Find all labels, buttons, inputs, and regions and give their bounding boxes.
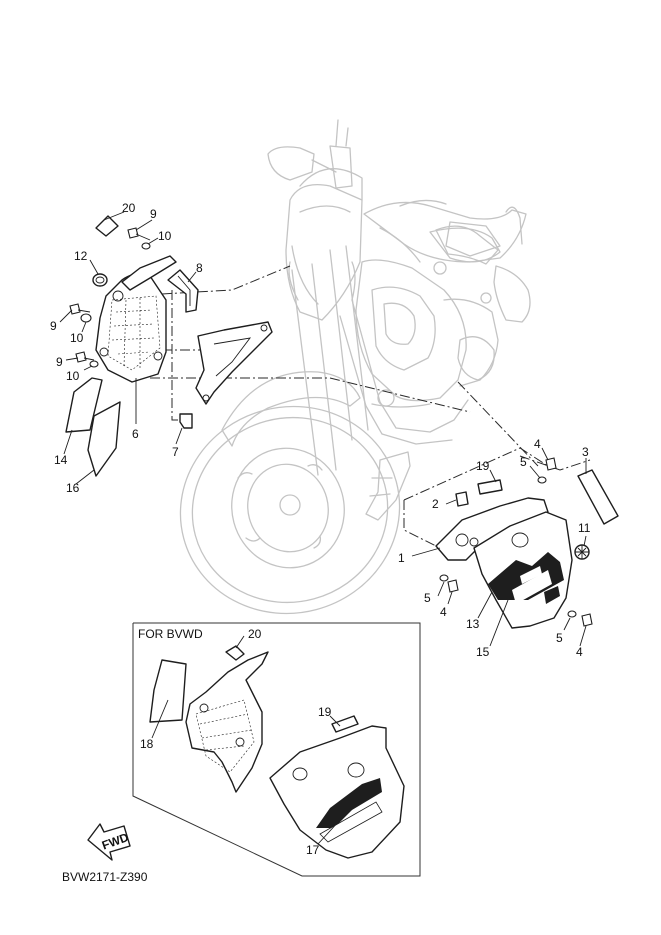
callout-16: 16 <box>66 481 80 495</box>
callout-13: 13 <box>466 617 480 631</box>
emblem-11 <box>574 544 590 560</box>
guard-8 <box>167 269 199 313</box>
callout-19a: 19 <box>476 459 490 473</box>
callout-15: 15 <box>476 645 490 659</box>
callout-17: 17 <box>306 843 320 857</box>
callout-5b: 5 <box>424 591 431 605</box>
callout-12: 12 <box>74 249 88 263</box>
callout-10c: 10 <box>66 369 80 383</box>
callout-4c: 4 <box>576 645 583 659</box>
clip-7 <box>179 413 193 429</box>
bracket-top-6 <box>121 255 177 291</box>
washer-5c <box>567 610 577 618</box>
sticker-16 <box>87 401 121 477</box>
callout-19b: 19 <box>318 705 332 719</box>
bolt-4b <box>447 579 459 593</box>
washer-10b <box>80 313 92 323</box>
bracket-plate-behind <box>195 321 273 405</box>
fwd-arrow-icon <box>87 823 131 861</box>
bracket-19a-area <box>477 479 503 495</box>
callout-10a: 10 <box>158 229 172 243</box>
callout-3: 3 <box>582 445 589 459</box>
callout-5a: 5 <box>520 455 527 469</box>
callout-11: 11 <box>578 521 591 535</box>
sticker-18 <box>149 659 187 723</box>
washer-10c <box>89 360 99 368</box>
callout-1: 1 <box>398 551 405 565</box>
trim-3 <box>577 469 619 525</box>
callout-9c: 9 <box>56 355 63 369</box>
callout-18: 18 <box>140 737 154 751</box>
inset-for-bvwd <box>132 622 421 877</box>
callout-7: 7 <box>172 445 179 459</box>
callout-9b: 9 <box>50 319 57 333</box>
bolt-9a <box>127 227 151 241</box>
bolt-4c <box>581 613 593 627</box>
sheet-20b <box>225 645 245 661</box>
bolt-9b <box>69 303 91 315</box>
callout-10b: 10 <box>70 331 84 345</box>
callout-2: 2 <box>432 497 439 511</box>
diagram-code: BVW2171-Z390 <box>62 870 148 884</box>
callout-6: 6 <box>132 427 139 441</box>
grommet-12 <box>92 273 108 287</box>
side-cover-17 <box>269 725 405 859</box>
leader-lines <box>59 211 587 845</box>
inset-title: FOR BVWD <box>138 627 203 641</box>
bolt-4a <box>545 457 557 471</box>
panel-cover-bvwd <box>185 651 269 793</box>
callout-8: 8 <box>196 261 203 275</box>
sticker-19-inset <box>331 715 359 733</box>
callout-4b: 4 <box>440 605 447 619</box>
washer-10a <box>141 242 151 250</box>
callout-9a: 9 <box>150 207 157 221</box>
sticker-14 <box>65 377 103 433</box>
washer-5b <box>439 574 449 582</box>
callout-14: 14 <box>54 453 68 467</box>
callout-5c: 5 <box>556 631 563 645</box>
clip-2 <box>455 491 469 507</box>
washer-5a <box>537 476 547 484</box>
callout-20b: 20 <box>248 627 262 641</box>
callout-labels: 20 9 10 12 8 9 10 9 10 6 7 14 16 4 5 3 1… <box>50 201 591 857</box>
motorcycle-outline <box>179 119 531 615</box>
callout-4a: 4 <box>534 437 541 451</box>
bolt-9c <box>75 351 95 363</box>
side-cover-15 <box>473 511 573 629</box>
callout-20a: 20 <box>122 201 136 215</box>
